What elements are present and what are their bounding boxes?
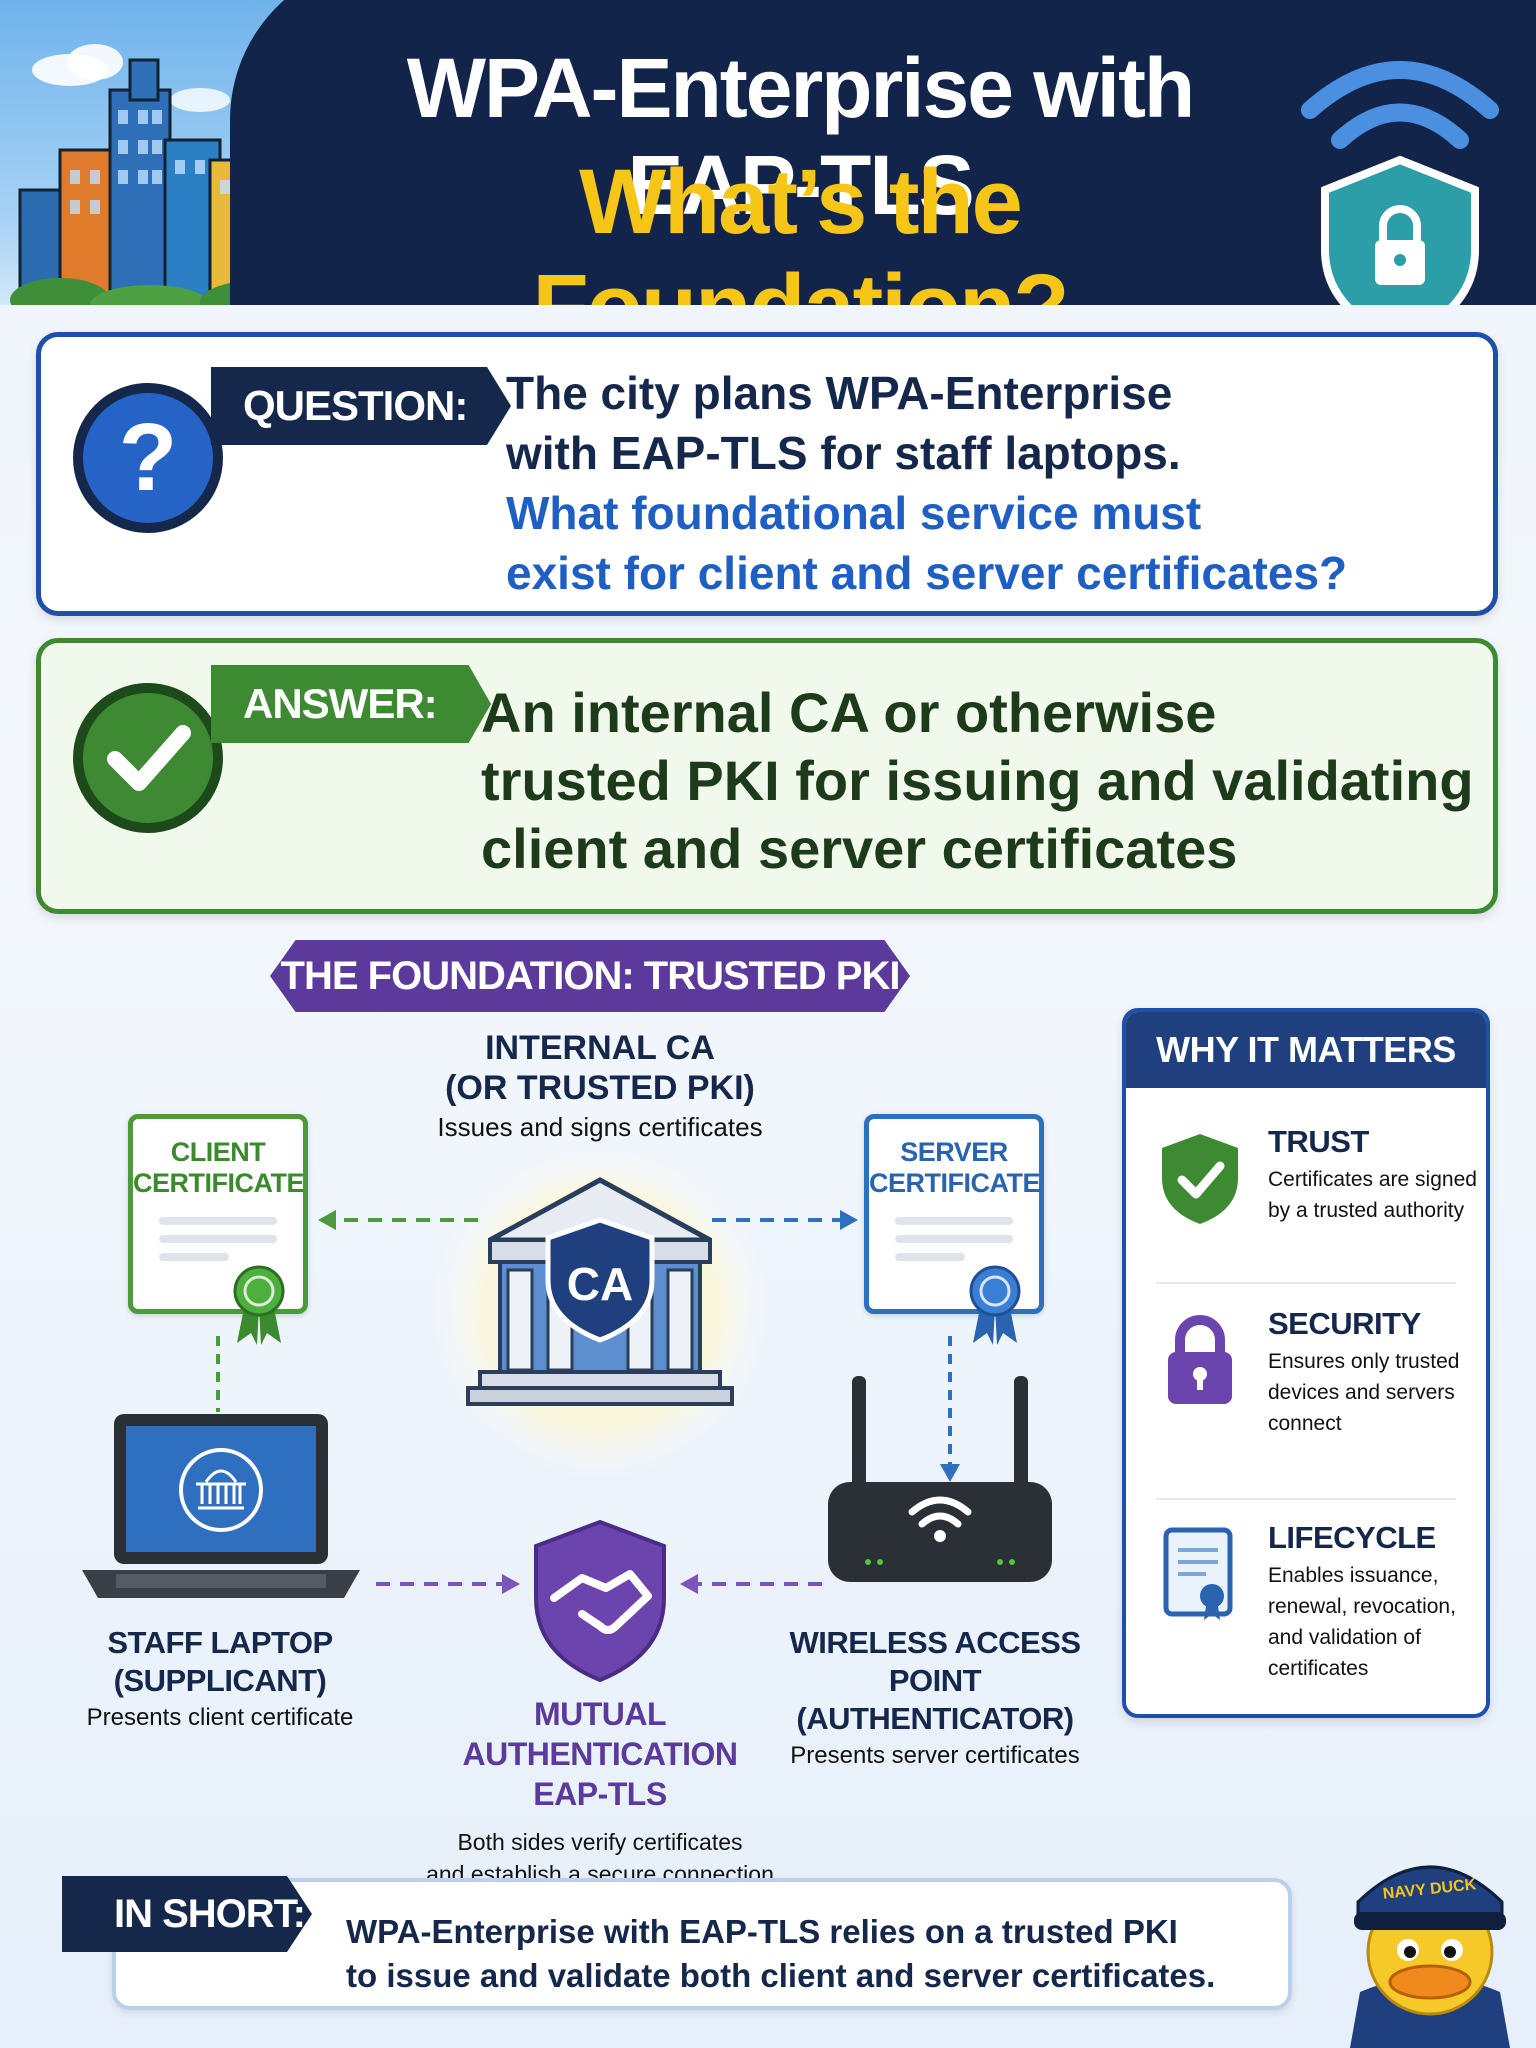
laptop-label-line-2: (SUPPLICANT) [113,1663,327,1698]
why-it-matters-title: WHY IT MATTERS [1126,1012,1486,1088]
divider [1156,1498,1456,1500]
ca-building-icon: CA [430,1140,770,1480]
in-short-card: WPA-Enterprise with EAP-TLS relies on a … [112,1878,1292,2010]
cert-line [895,1217,1013,1225]
answer-line-3: client and server certificates [481,817,1238,880]
question-text: The city plans WPA-Enterprise with EAP-T… [506,363,1466,603]
foundation-banner: THE FOUNDATION: TRUSTED PKI [270,940,910,1012]
laptop-description: Presents client certificate [86,1704,354,1731]
in-short-line-1: WPA-Enterprise with EAP-TLS relies on a … [346,1913,1178,1950]
ca-badge-text: CA [567,1258,633,1310]
why-item-description: Enables issuance, renewal, revocation, a… [1268,1564,1456,1680]
question-mark-icon: ? [73,383,223,533]
why-item-heading: LIFECYCLE [1268,1520,1436,1555]
laptop-label: STAFF LAPTOP (SUPPLICANT) Presents clien… [60,1624,380,1732]
server-cert-line-1: SERVER [900,1137,1008,1167]
client-cert-line-2: CERTIFICATE [133,1168,305,1198]
certificate-document-icon [1163,1527,1233,1620]
in-short-line-2: to issue and validate both client and se… [346,1957,1216,1994]
client-certificate: CLIENT CERTIFICATE [128,1114,308,1345]
mutual-auth-label: MUTUAL AUTHENTICATION EAP-TLS Both sides… [400,1694,800,1890]
question-line-3: What foundational service must [506,487,1202,539]
header: WPA-Enterprise with EAP-TLS What’s the F… [0,0,1536,305]
laptop-label-line-1: STAFF LAPTOP [107,1625,333,1660]
question-line-2: with EAP-TLS for staff laptops. [506,427,1181,479]
in-short-tag: IN SHORT: [62,1876,312,1952]
access-point-label-line-2: (AUTHENTICATOR) [796,1701,1074,1736]
client-certificate-title: CLIENT CERTIFICATE [133,1137,305,1199]
header-curve [230,0,530,305]
answer-line-1: An internal CA or otherwise [481,681,1217,744]
server-certificate: SERVER CERTIFICATE [864,1114,1044,1345]
page-subtitle: What’s the Foundation? [533,151,1070,305]
shield-check-icon [1162,1134,1238,1224]
server-certificate-title: SERVER CERTIFICATE [869,1137,1041,1199]
ca-description: Issues and signs certificates [437,1112,763,1142]
answer-card: ANSWER: An internal CA or otherwise trus… [36,638,1498,914]
why-item-heading: TRUST [1268,1124,1369,1159]
connector-arrows [216,1210,960,1594]
client-cert-line-1: CLIENT [170,1137,266,1167]
why-item-heading: SECURITY [1268,1306,1421,1341]
blue-ribbon-seal-icon [969,1265,1021,1345]
laptop-icon [82,1414,360,1598]
question-line-4: exist for client and server certificates… [506,547,1348,599]
why-it-matters-panel: WHY IT MATTERS TRUST Certificates are si… [1122,1008,1490,1718]
green-ribbon-seal-icon [233,1265,285,1345]
access-point-label: WIRELESS ACCESS POINT (AUTHENTICATOR) Pr… [770,1624,1100,1770]
navy-duck-mascot: NAVY DUCK [1350,1865,1510,2048]
padlock-icon [1168,1315,1232,1404]
ca-title-line-1: INTERNAL CA [485,1029,715,1067]
cert-line [159,1217,277,1225]
mutual-auth-desc-1: Both sides verify certificates [457,1829,743,1855]
access-point-label-line-1: WIRELESS ACCESS POINT [789,1625,1081,1698]
question-line-1: The city plans WPA-Enterprise [506,367,1173,419]
divider [1156,1282,1456,1284]
mutual-auth-line-1: MUTUAL AUTHENTICATION [462,1696,738,1772]
server-cert-line-2: CERTIFICATE [869,1168,1041,1198]
cert-line [159,1235,277,1243]
page-title: WPA-Enterprise with EAP-TLS [406,41,1196,232]
question-card: ? QUESTION: The city plans WPA-Enterpris… [36,332,1498,616]
answer-line-2: trusted PKI for issuing and validating [481,749,1474,812]
answer-tag: ANSWER: [211,665,491,743]
mutual-auth-line-2: EAP-TLS [533,1776,667,1812]
why-item-description: Ensures only trusted devices and servers… [1268,1350,1460,1435]
ca-title: INTERNAL CA (OR TRUSTED PKI) Issues and … [380,1028,820,1143]
checkmark-icon [73,683,223,833]
in-short-text: WPA-Enterprise with EAP-TLS relies on a … [346,1910,1266,1998]
wifi-shield-icon [1301,61,1499,305]
ca-title-line-2: (OR TRUSTED PKI) [445,1069,755,1107]
cert-line [895,1235,1013,1243]
wireless-router-icon [828,1376,1052,1582]
access-point-description: Presents server certificates [790,1742,1080,1769]
handshake-shield-icon [534,1519,666,1683]
cert-line [159,1253,229,1261]
answer-text: An internal CA or otherwise trusted PKI … [481,679,1481,883]
why-item-description: Certificates are signed by a trusted aut… [1268,1168,1477,1222]
question-tag: QUESTION: [211,367,511,445]
cert-line [895,1253,965,1261]
